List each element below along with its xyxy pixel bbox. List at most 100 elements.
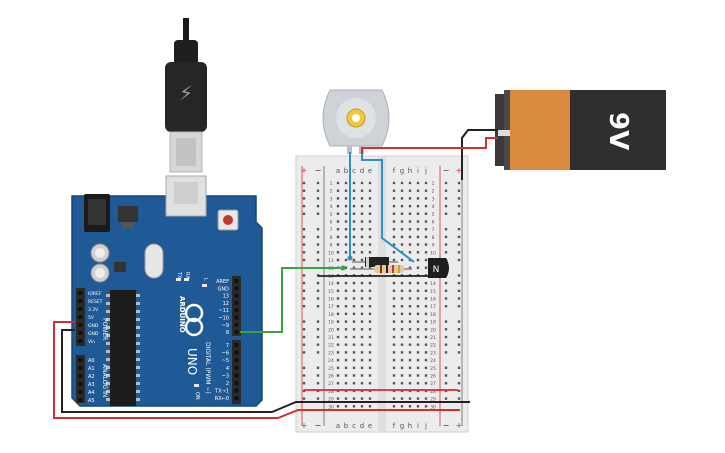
breadboard-hole[interactable] [416, 320, 420, 323]
breadboard-hole[interactable] [416, 374, 420, 377]
breadboard-hole[interactable] [360, 382, 364, 385]
rail-hole[interactable] [457, 258, 461, 262]
breadboard-hole[interactable] [344, 343, 348, 346]
9v-battery[interactable]: 9V [495, 90, 666, 170]
breadboard-hole[interactable] [416, 343, 420, 346]
breadboard-hole[interactable] [400, 366, 404, 369]
breadboard-hole[interactable] [424, 382, 428, 385]
rail-hole[interactable] [302, 281, 306, 285]
breadboard-hole[interactable] [408, 212, 412, 215]
wire-motor-b[interactable] [361, 152, 415, 263]
wire-battery-pos[interactable] [361, 137, 498, 154]
breadboard-hole[interactable] [416, 389, 420, 393]
breadboard-hole[interactable] [400, 320, 404, 323]
breadboard-hole[interactable] [408, 305, 412, 308]
rail-hole[interactable] [444, 243, 448, 246]
breadboard-hole[interactable] [344, 366, 348, 369]
rail-hole[interactable] [316, 197, 320, 200]
breadboard-hole[interactable] [352, 258, 356, 262]
rail-hole[interactable] [316, 397, 320, 400]
breadboard-hole[interactable] [416, 197, 420, 200]
breadboard-hole[interactable] [336, 281, 340, 285]
rail-hole[interactable] [457, 289, 461, 292]
rail-hole[interactable] [444, 228, 448, 231]
rail-hole[interactable] [316, 335, 320, 339]
breadboard-hole[interactable] [408, 351, 412, 354]
breadboard-hole[interactable] [368, 305, 372, 308]
breadboard-hole[interactable] [408, 204, 412, 208]
rail-hole[interactable] [444, 189, 448, 192]
breadboard-hole[interactable] [392, 197, 396, 200]
breadboard-hole[interactable] [392, 305, 396, 308]
rail-hole[interactable] [316, 228, 320, 231]
breadboard-hole[interactable] [368, 181, 372, 185]
wire-gnd[interactable] [61, 329, 470, 413]
breadboard-hole[interactable] [400, 358, 404, 362]
rail-hole[interactable] [457, 382, 461, 385]
breadboard-hole[interactable] [416, 358, 420, 362]
rail-hole[interactable] [457, 181, 461, 185]
breadboard-hole[interactable] [344, 258, 348, 262]
breadboard-hole[interactable] [352, 181, 356, 185]
breadboard-hole[interactable] [416, 220, 420, 223]
breadboard-hole[interactable] [400, 228, 404, 231]
breadboard-hole[interactable] [400, 335, 404, 339]
breadboard-hole[interactable] [360, 335, 364, 339]
breadboard-hole[interactable] [336, 220, 340, 223]
rail-hole[interactable] [457, 243, 461, 246]
breadboard-hole[interactable] [392, 397, 396, 400]
breadboard-hole[interactable] [360, 358, 364, 362]
breadboard-hole[interactable] [368, 405, 372, 408]
breadboard-hole[interactable] [336, 351, 340, 354]
breadboard-hole[interactable] [416, 382, 420, 385]
breadboard-hole[interactable] [336, 243, 340, 246]
breadboard-hole[interactable] [400, 374, 404, 377]
breadboard-hole[interactable] [336, 289, 340, 292]
rail-hole[interactable] [316, 382, 320, 385]
breadboard-hole[interactable] [360, 320, 364, 323]
breadboard-hole[interactable] [344, 189, 348, 192]
breadboard-hole[interactable] [360, 266, 364, 269]
rail-hole[interactable] [444, 351, 448, 354]
breadboard-hole[interactable] [408, 374, 412, 377]
breadboard-hole[interactable] [352, 374, 356, 377]
breadboard-hole[interactable] [368, 212, 372, 215]
rail-hole[interactable] [316, 374, 320, 377]
breadboard-hole[interactable] [352, 312, 356, 316]
breadboard-hole[interactable] [408, 220, 412, 223]
breadboard-hole[interactable] [408, 328, 412, 331]
breadboard-hole[interactable] [392, 405, 396, 408]
breadboard-hole[interactable] [400, 297, 404, 300]
rail-hole[interactable] [457, 281, 461, 285]
breadboard-hole[interactable] [416, 189, 420, 192]
breadboard-hole[interactable] [392, 212, 396, 215]
breadboard-hole[interactable] [424, 374, 428, 377]
breadboard-hole[interactable] [400, 397, 404, 400]
breadboard-hole[interactable] [400, 382, 404, 385]
breadboard-hole[interactable] [368, 358, 372, 362]
rail-hole[interactable] [457, 197, 461, 200]
rail-hole[interactable] [444, 289, 448, 292]
rail-hole[interactable] [316, 351, 320, 354]
rail-hole[interactable] [302, 305, 306, 308]
breadboard-hole[interactable] [400, 305, 404, 308]
rail-hole[interactable] [457, 374, 461, 377]
rail-hole[interactable] [302, 320, 306, 323]
breadboard-hole[interactable] [344, 358, 348, 362]
breadboard-hole[interactable] [336, 258, 340, 262]
breadboard-hole[interactable] [336, 389, 340, 393]
breadboard-hole[interactable] [416, 289, 420, 292]
rail-hole[interactable] [316, 289, 320, 292]
breadboard-hole[interactable] [392, 335, 396, 339]
rail-hole[interactable] [444, 297, 448, 300]
breadboard-hole[interactable] [368, 197, 372, 200]
rail-hole[interactable] [444, 374, 448, 377]
breadboard-hole[interactable] [392, 289, 396, 292]
breadboard-hole[interactable] [368, 320, 372, 323]
breadboard-hole[interactable] [408, 358, 412, 362]
rail-hole[interactable] [457, 204, 461, 208]
breadboard-hole[interactable] [360, 374, 364, 377]
breadboard-hole[interactable] [400, 312, 404, 316]
rail-hole[interactable] [457, 335, 461, 339]
rail-hole[interactable] [302, 389, 306, 393]
